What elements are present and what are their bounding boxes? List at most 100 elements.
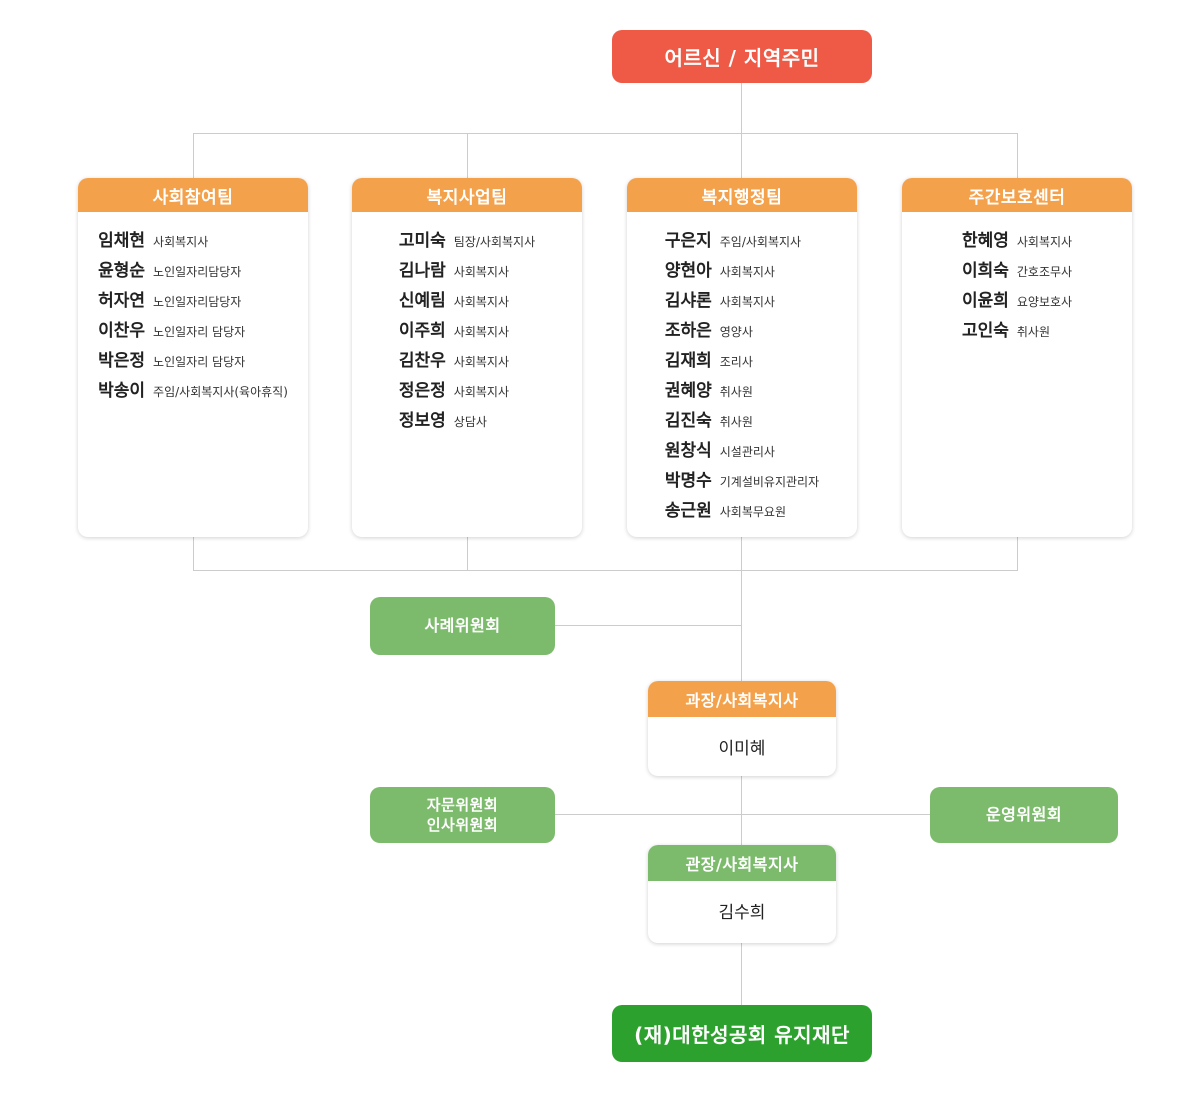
member-title: 사회복지사	[719, 295, 775, 309]
member-title: 사회복지사	[453, 325, 509, 339]
member-row: 정은정 사회복지사	[399, 376, 535, 406]
connector-line	[1017, 537, 1018, 570]
connector-line	[741, 570, 742, 681]
member-name: 박명수	[664, 471, 712, 491]
member-title: 간호조무사	[1016, 265, 1073, 279]
member-row: 허자연 노인일자리담당자	[98, 286, 288, 316]
member-title: 사회복지사	[453, 385, 509, 399]
member-title: 팀장/사회복지사	[453, 235, 536, 249]
member-row: 양현아 사회복지사	[665, 256, 819, 286]
connector-line	[193, 133, 194, 178]
team-title: 사회참여팀	[152, 187, 234, 208]
member-row: 조하은 영양사	[665, 316, 819, 346]
member-row: 박송이 주임/사회복지사(육아휴직)	[98, 376, 288, 406]
personnel-committee-line: 인사위원회	[426, 816, 499, 834]
member-title: 주임/사회복지사	[719, 235, 802, 249]
member-title: 사회복지사	[719, 265, 775, 279]
member-title: 사회복무요원	[719, 505, 787, 519]
director-header: 관장/사회복지사	[648, 845, 836, 881]
member-row: 이찬우 노인일자리 담당자	[98, 316, 288, 346]
member-title: 취사원	[1016, 325, 1050, 339]
org-root-box: 어르신 / 지역주민	[612, 30, 872, 83]
member-title: 취사원	[719, 385, 753, 399]
member-row: 정보영 상담사	[399, 406, 535, 436]
connector-line	[741, 83, 742, 178]
member-title: 상담사	[453, 415, 487, 429]
member-name: 양현아	[664, 261, 712, 281]
member-title: 사회복지사	[453, 265, 509, 279]
connector-line	[741, 943, 742, 1005]
member-name: 신예림	[398, 291, 446, 311]
member-name: 고인숙	[961, 321, 1009, 341]
connector-line	[1017, 133, 1018, 178]
connector-line	[467, 133, 468, 178]
member-name: 정은정	[398, 381, 446, 401]
member-name: 이찬우	[98, 321, 146, 341]
member-row: 고인숙 취사원	[962, 316, 1072, 346]
advisory-committee-line: 자문위원회	[426, 795, 499, 814]
member-name: 김샤론	[664, 291, 712, 311]
member-row: 신예림 사회복지사	[399, 286, 535, 316]
member-title: 사회복지사	[453, 295, 509, 309]
team-header: 사회참여팀	[78, 178, 308, 212]
org-root-label: 어르신 / 지역주민	[664, 46, 820, 70]
member-name: 박송이	[98, 381, 146, 401]
member-title: 주임/사회복지사(육아휴직)	[153, 385, 288, 399]
member-title: 취사원	[719, 415, 753, 429]
connector-line	[741, 537, 742, 570]
connector-line	[741, 776, 742, 845]
member-name: 정보영	[398, 411, 446, 431]
member-name: 권혜양	[664, 381, 712, 401]
case-committee-label: 사례위원회	[424, 616, 501, 636]
manager-header-label: 과장/사회복지사	[685, 691, 799, 710]
member-name: 조하은	[664, 321, 712, 341]
steering-committee-label: 운영위원회	[985, 805, 1063, 825]
steering-committee-box: 운영위원회	[930, 787, 1118, 843]
member-title: 사회복지사	[153, 235, 209, 249]
team-header: 복지행정팀	[627, 178, 857, 212]
member-title: 기계설비유지관리자	[719, 475, 820, 489]
member-title: 노인일자리 담당자	[153, 325, 246, 339]
member-row: 김샤론 사회복지사	[665, 286, 819, 316]
manager-box: 과장/사회복지사 이미혜	[648, 681, 836, 776]
member-name: 김진숙	[664, 411, 712, 431]
member-row: 김진숙 취사원	[665, 406, 819, 436]
team-header: 복지사업팀	[352, 178, 582, 212]
member-title: 영양사	[719, 325, 753, 339]
member-name: 허자연	[98, 291, 146, 311]
member-title: 사회복지사	[1016, 235, 1073, 249]
member-title: 사회복지사	[453, 355, 509, 369]
team-header: 주간보호센터	[902, 178, 1132, 212]
member-title: 시설관리사	[719, 445, 775, 459]
member-name: 이윤희	[961, 291, 1009, 311]
connector-line	[467, 537, 468, 570]
connector-line	[193, 570, 1018, 571]
member-row: 박명수 기계설비유지관리자	[665, 466, 819, 496]
director-header-label: 관장/사회복지사	[685, 855, 799, 874]
member-title: 조리사	[719, 355, 753, 369]
member-name: 이희숙	[961, 261, 1009, 281]
member-name: 박은정	[98, 351, 146, 371]
connector-line	[193, 537, 194, 570]
manager-name: 이미혜	[718, 739, 766, 759]
member-title: 노인일자리담당자	[153, 295, 242, 309]
